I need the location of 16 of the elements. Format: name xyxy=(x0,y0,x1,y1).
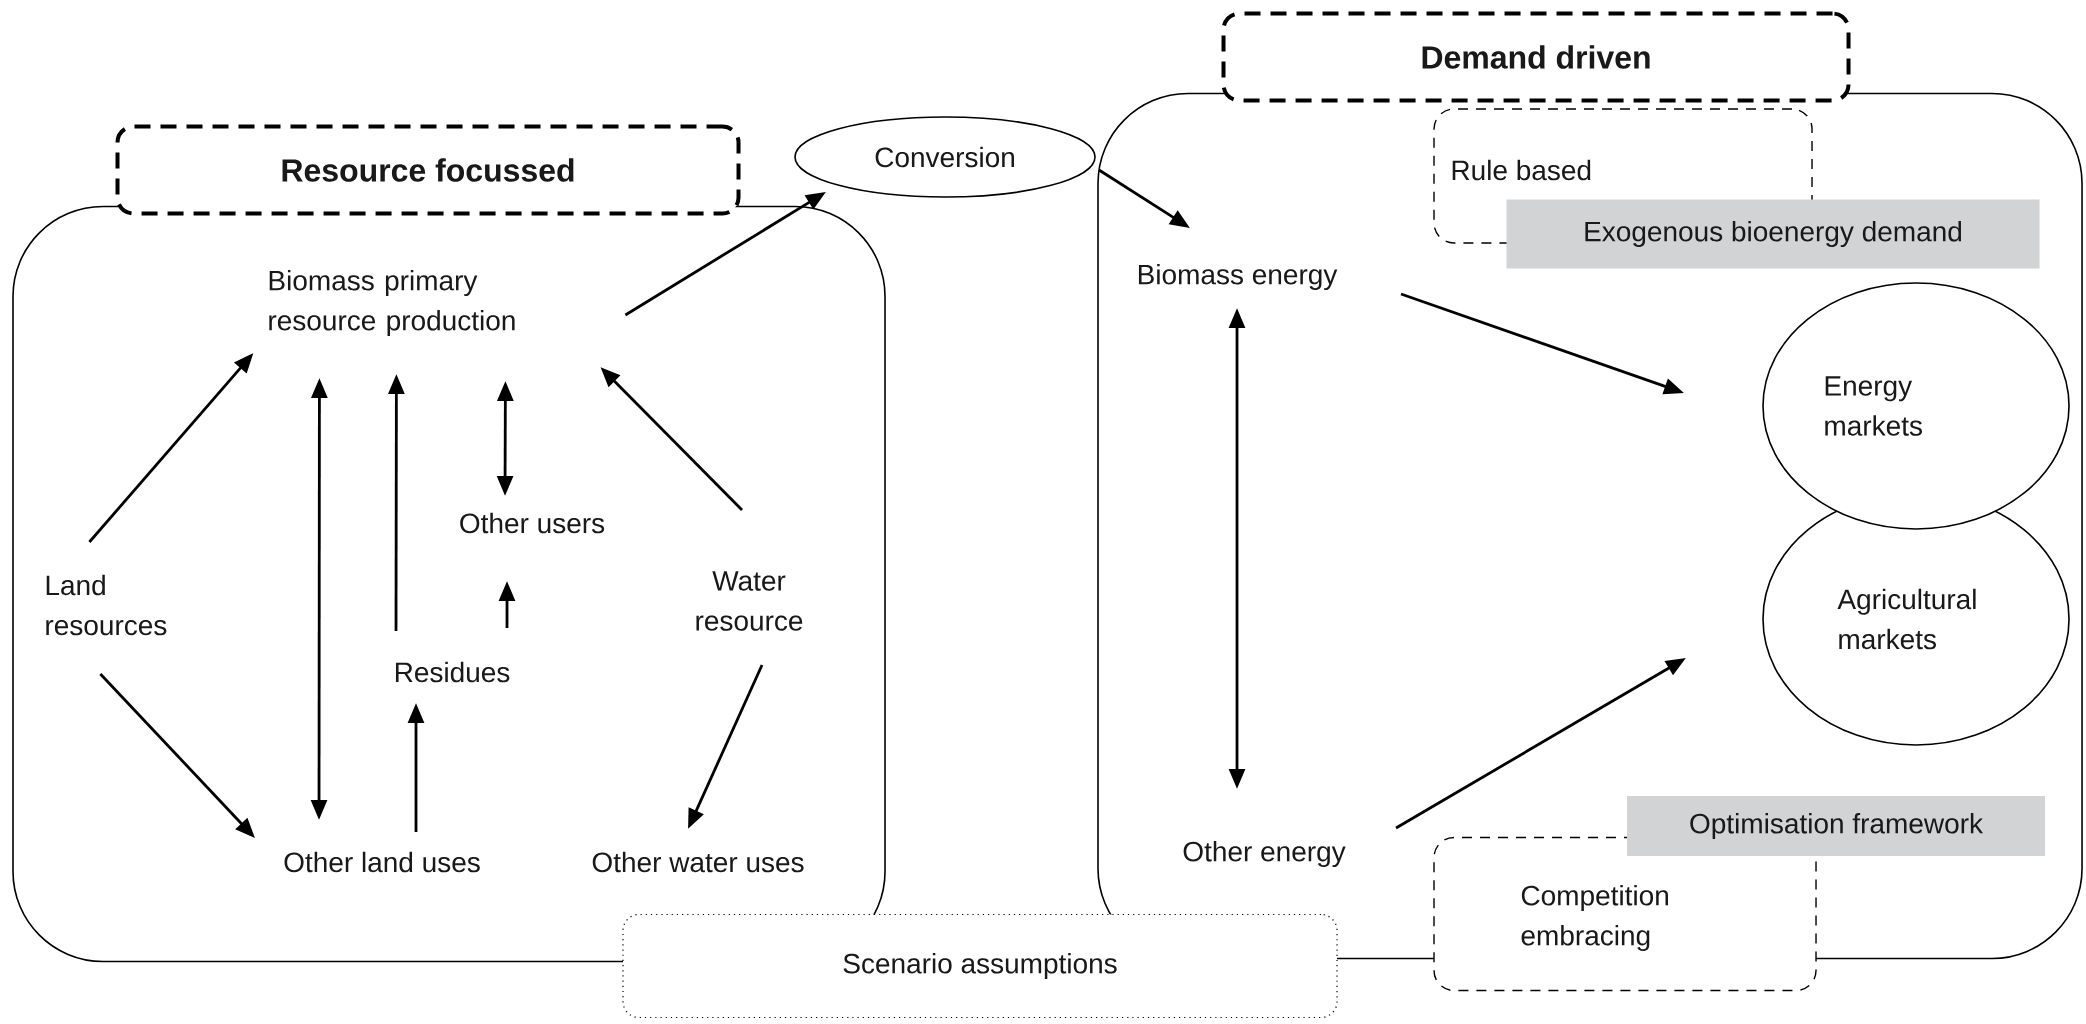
node-label: Residues xyxy=(395,661,510,683)
node-label: Other land uses xyxy=(284,851,480,873)
node-label: Biomass energy xyxy=(1138,263,1338,291)
category-box: Exogenous bioenergy demand xyxy=(1506,199,2040,269)
heading-box: Demand driven xyxy=(1221,11,1851,103)
node-label: Biomass primary resource production xyxy=(269,269,515,337)
node-label: Water resource xyxy=(696,571,803,631)
node-label: Land resources xyxy=(46,574,167,636)
node-label: Other energy xyxy=(1183,840,1346,868)
node-label: Energy markets xyxy=(1825,376,1922,436)
category-box: Optimisation framework xyxy=(1627,796,2046,856)
node-label: Other users xyxy=(460,512,605,534)
heading-box: Resource focussed xyxy=(115,124,741,216)
node-label: Scenario assumptions xyxy=(843,952,1117,980)
assumption-box: Scenario assumptions xyxy=(622,913,1338,1019)
node-label: Other water uses xyxy=(592,851,804,873)
